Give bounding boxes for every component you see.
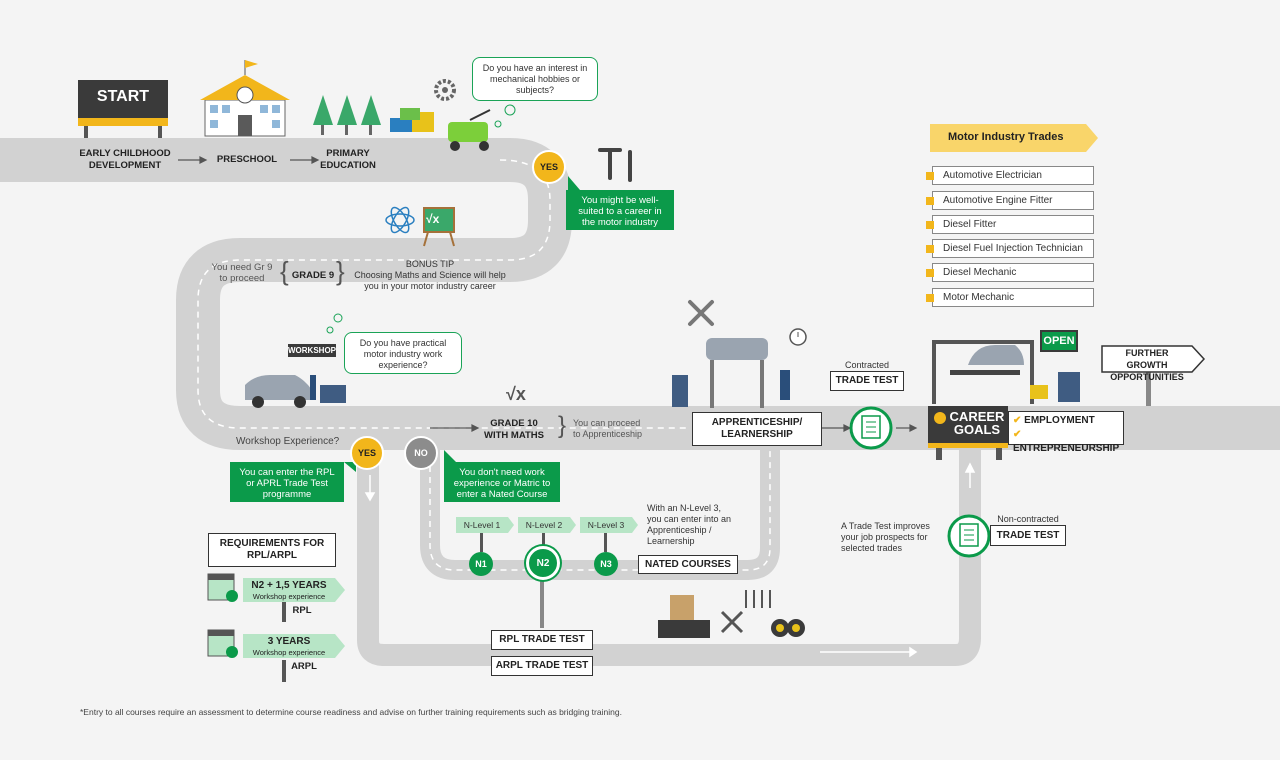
grade10-brace: } (558, 412, 567, 439)
employment-label: EMPLOYMENT (1024, 415, 1095, 426)
arpl-trade-test-box: ARPL TRADE TEST (491, 656, 593, 676)
contracted-label: Contracted (844, 360, 890, 370)
thought-dot-icon (494, 120, 502, 128)
grade9-bracket: } (336, 256, 345, 286)
workshop-sign: WORKSHOP (288, 344, 336, 357)
nlevel-tag: N-Level 2 (518, 517, 570, 533)
trade-test-improves-text: A Trade Test improves your job prospects… (841, 521, 930, 553)
stage-primary-education: PRIMARY EDUCATION (320, 148, 376, 171)
n3-circle: N3 (594, 552, 618, 576)
requirements-box: REQUIREMENTS FOR RPL/ARPL (208, 533, 336, 567)
sqrt-chalkboard-icon: √x (426, 212, 440, 226)
rpl-entry-box: You can enter the RPL or APRL Trade Test… (230, 462, 344, 502)
calendar-icon (207, 629, 238, 658)
yes-circle-top: YES (532, 150, 566, 184)
yes-circle-bottom: YES (350, 436, 384, 470)
footnote: *Entry to all courses require an assessm… (80, 707, 622, 717)
career-goals-box: CAREER GOALS (928, 406, 1008, 448)
bullet-icon (926, 245, 934, 253)
check-icon: ✔ (1013, 415, 1022, 426)
nlevel3-text: With an N-Level 3, you can enter into an… (647, 503, 732, 546)
trees-icon (313, 95, 381, 135)
bonus-tip-title: BONUS TIP (405, 259, 455, 269)
rpl-label: RPL (292, 605, 312, 616)
certificate-icon (849, 406, 893, 450)
clock-icon (789, 328, 807, 346)
grade10-proceed: You can proceed to Apprenticeship (573, 418, 643, 439)
award-icon (934, 412, 946, 424)
grade10-label: GRADE 10 WITH MATHS (484, 418, 544, 441)
bullet-icon (926, 294, 934, 302)
thought-dot-icon (326, 326, 334, 334)
trade-item: Automotive Engine Fitter (926, 191, 1094, 210)
stage-early-childhood: EARLY CHILDHOOD DEVELOPMENT (79, 148, 171, 171)
trades-header-shape (930, 124, 1098, 152)
check-icon: ✔ (1013, 429, 1022, 440)
apprenticeship-box: APPRENTICESHIP/ LEARNERSHIP (692, 412, 822, 446)
further-growth-label: FURTHER GROWTH OPPORTUNITIES (1110, 348, 1184, 382)
entrepreneurship-label: ENTREPRENEURSHIP (1013, 443, 1120, 454)
hammer-wrench-icon (598, 148, 632, 182)
trade-test-noncontracted: TRADE TEST (990, 525, 1066, 546)
trade-test-contracted: TRADE TEST (830, 371, 904, 391)
trade-item: Automotive Electrician (926, 166, 1094, 185)
bullet-icon (926, 269, 934, 277)
atom-icon (385, 206, 415, 234)
certificate-icon (947, 514, 991, 558)
n2-circle: N2 (526, 546, 560, 580)
crossed-tools-icon (688, 300, 714, 326)
lawnmower-icon (448, 109, 491, 151)
thought-dot-icon (333, 313, 343, 323)
toy-blocks-icon (390, 108, 434, 132)
workshop-question: Workshop Experience? (236, 436, 340, 447)
grade9-label: GRADE 9 (291, 270, 335, 281)
chalkboard-icon (423, 207, 455, 247)
trade-item: Motor Mechanic (926, 288, 1094, 307)
garage-car-icon (932, 340, 1080, 404)
bullet-icon (926, 172, 934, 180)
career-goals-label: CAREER GOALS (949, 409, 1005, 437)
grade9-brace: { (280, 256, 289, 286)
sqrt-icon: √x (506, 384, 526, 404)
bullet-icon (926, 221, 934, 229)
nlevel-tag: N-Level 3 (580, 517, 632, 533)
signpost-icon (1146, 372, 1151, 406)
school-icon (200, 60, 290, 137)
trades-header: Motor Industry Trades (948, 131, 1064, 143)
arpl-label: ARPL (291, 661, 317, 672)
nated-entry-box: You don't need work experience or Matric… (444, 462, 560, 502)
calendar-icon (207, 573, 238, 602)
n1-circle: N1 (469, 552, 493, 576)
gear-icon (434, 79, 456, 101)
nlevel-tag: N-Level 1 (456, 517, 508, 533)
grade9-need-text: You need Gr 9 to proceed (211, 262, 273, 284)
suited-box: You might be well-suited to a career in … (566, 190, 674, 230)
bonus-tip-text: Choosing Maths and Science will help you… (354, 270, 506, 291)
bullet-icon (926, 197, 934, 205)
trade-item: Diesel Mechanic (926, 263, 1094, 282)
experience-bubble: Do you have practical motor industry wor… (344, 332, 462, 374)
engine-tools-icon (658, 590, 805, 638)
interest-bubble: Do you have an interest in mechanical ho… (472, 57, 598, 101)
trade-item: Diesel Fuel Injection Technician (926, 239, 1094, 258)
start-sign-icon (78, 80, 168, 138)
stage-preschool: PRESCHOOL (216, 154, 278, 165)
open-sign: OPEN (1040, 330, 1078, 352)
no-circle: NO (404, 436, 438, 470)
thought-dot-icon (504, 104, 516, 116)
trade-item: Diesel Fitter (926, 215, 1094, 234)
outcomes-box: ✔ EMPLOYMENT ✔ ENTREPRENEURSHIP (1008, 411, 1124, 454)
non-contracted-label: Non-contracted (997, 514, 1059, 524)
start-label: START (96, 88, 150, 105)
nated-courses-box: NATED COURSES (638, 555, 738, 574)
car-lift-icon (672, 338, 790, 408)
further-growth-shape (1101, 345, 1206, 373)
rpl-trade-test-box: RPL TRADE TEST (491, 630, 593, 650)
